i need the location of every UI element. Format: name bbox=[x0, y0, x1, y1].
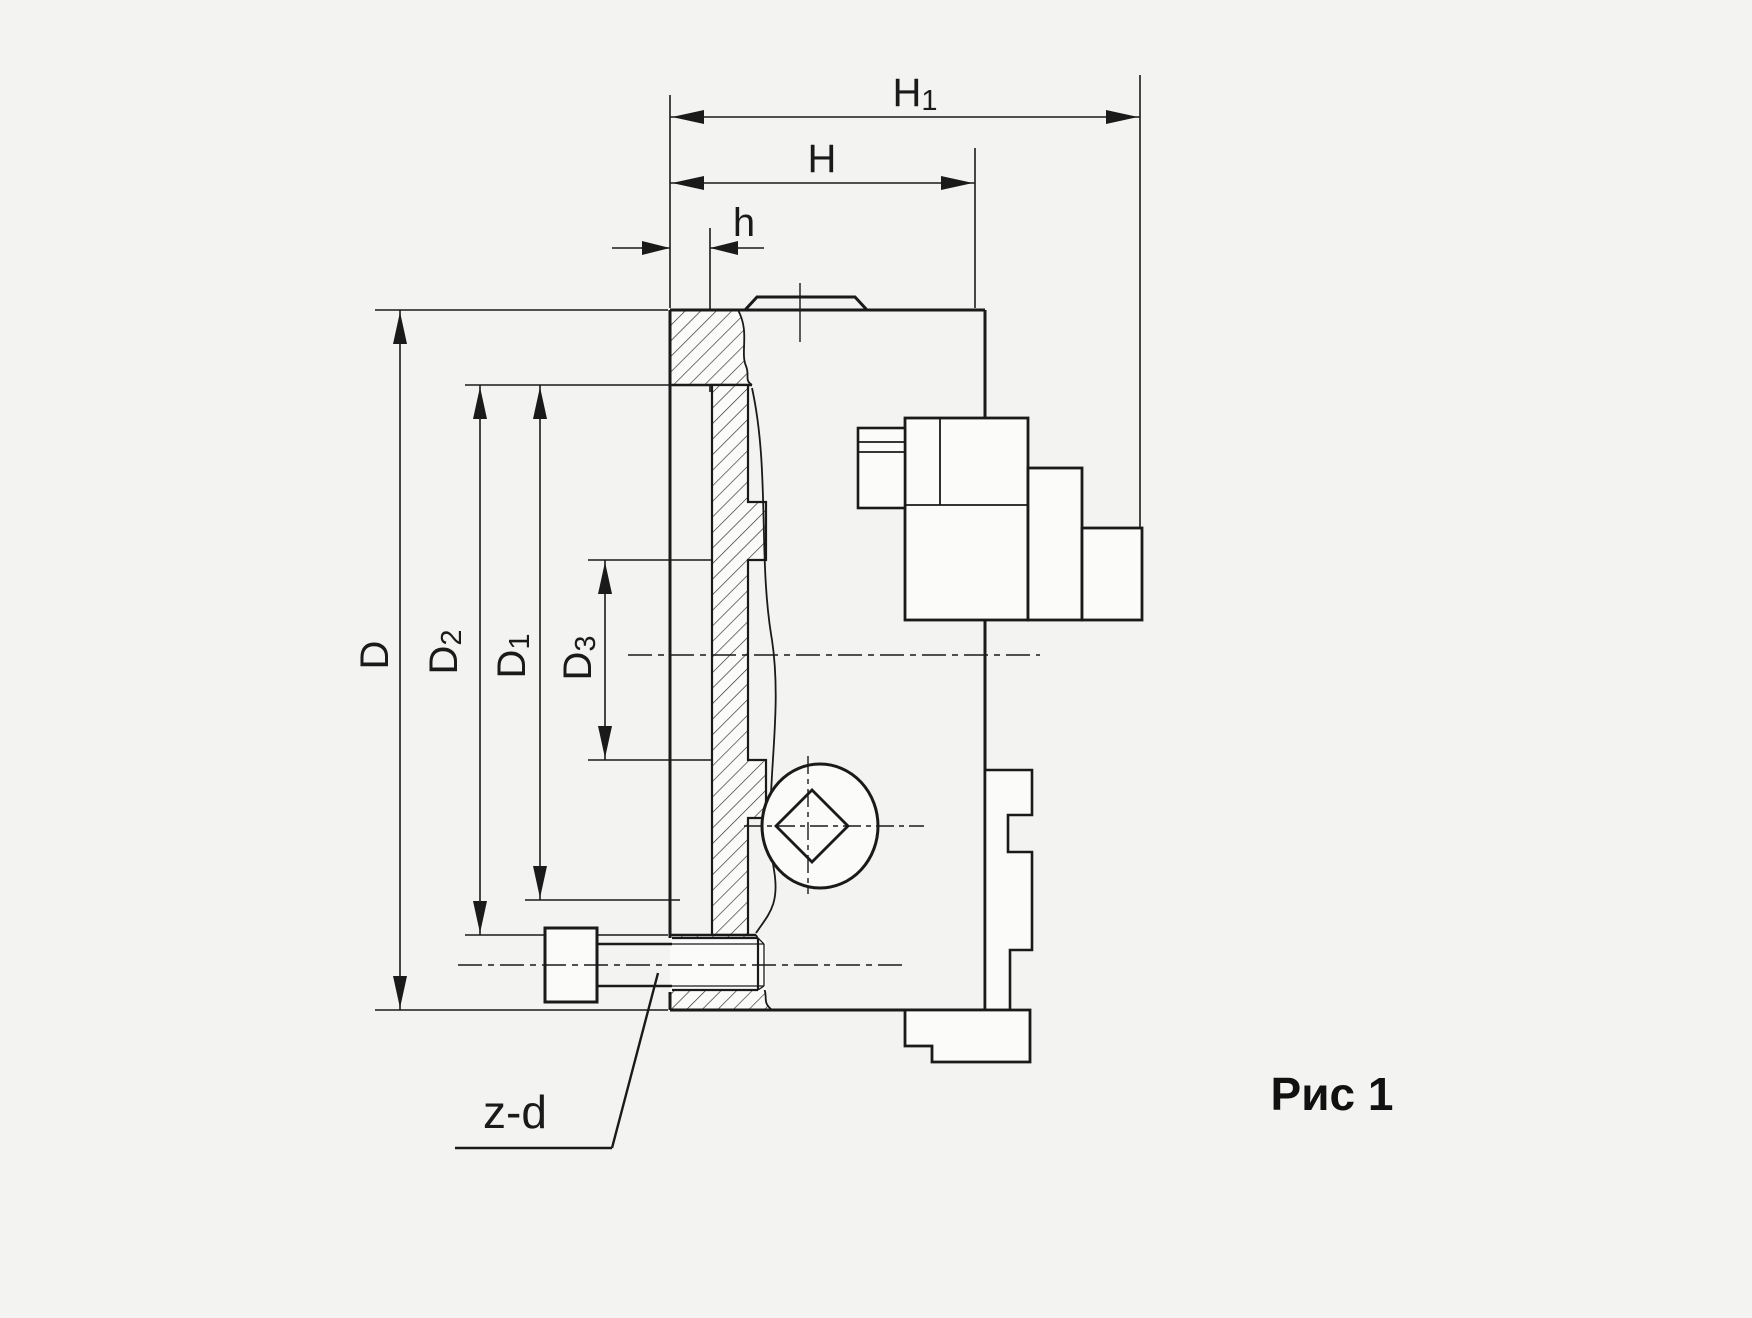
dimension-d bbox=[393, 310, 407, 1010]
dim-label-d3: D3 bbox=[556, 635, 602, 680]
dimension-d3 bbox=[598, 560, 612, 760]
figure-caption: Рис 1 bbox=[1271, 1068, 1394, 1120]
dimension-h1 bbox=[670, 110, 1140, 124]
sectioned-material bbox=[670, 309, 777, 1011]
dim-label-d2: D2 bbox=[422, 629, 468, 674]
bolt-leader bbox=[455, 972, 660, 1150]
break-line bbox=[751, 387, 777, 934]
dimension-d1 bbox=[533, 385, 547, 900]
bolt-callout-label: z-d bbox=[483, 1086, 547, 1138]
jaw-clamp bbox=[856, 426, 907, 510]
upper-jaw bbox=[856, 416, 1144, 622]
dim-label-d1: D1 bbox=[490, 633, 536, 678]
dimension-h bbox=[670, 176, 975, 190]
hub-section bbox=[710, 383, 768, 937]
dimension-d2 bbox=[473, 385, 487, 935]
centerlines bbox=[458, 283, 1040, 966]
dimension-lines bbox=[393, 110, 1140, 1010]
dimension-h-small bbox=[612, 241, 764, 255]
dim-label-d: D bbox=[353, 641, 397, 670]
top-flange-section bbox=[670, 310, 752, 385]
dim-label-h1: H1 bbox=[892, 71, 937, 117]
lower-jaw bbox=[903, 768, 1034, 1064]
top-boss bbox=[743, 295, 869, 312]
bottom-jaw-step bbox=[903, 1008, 1032, 1064]
dim-label-h-small: h bbox=[733, 201, 755, 245]
dim-label-h: H bbox=[808, 137, 837, 181]
